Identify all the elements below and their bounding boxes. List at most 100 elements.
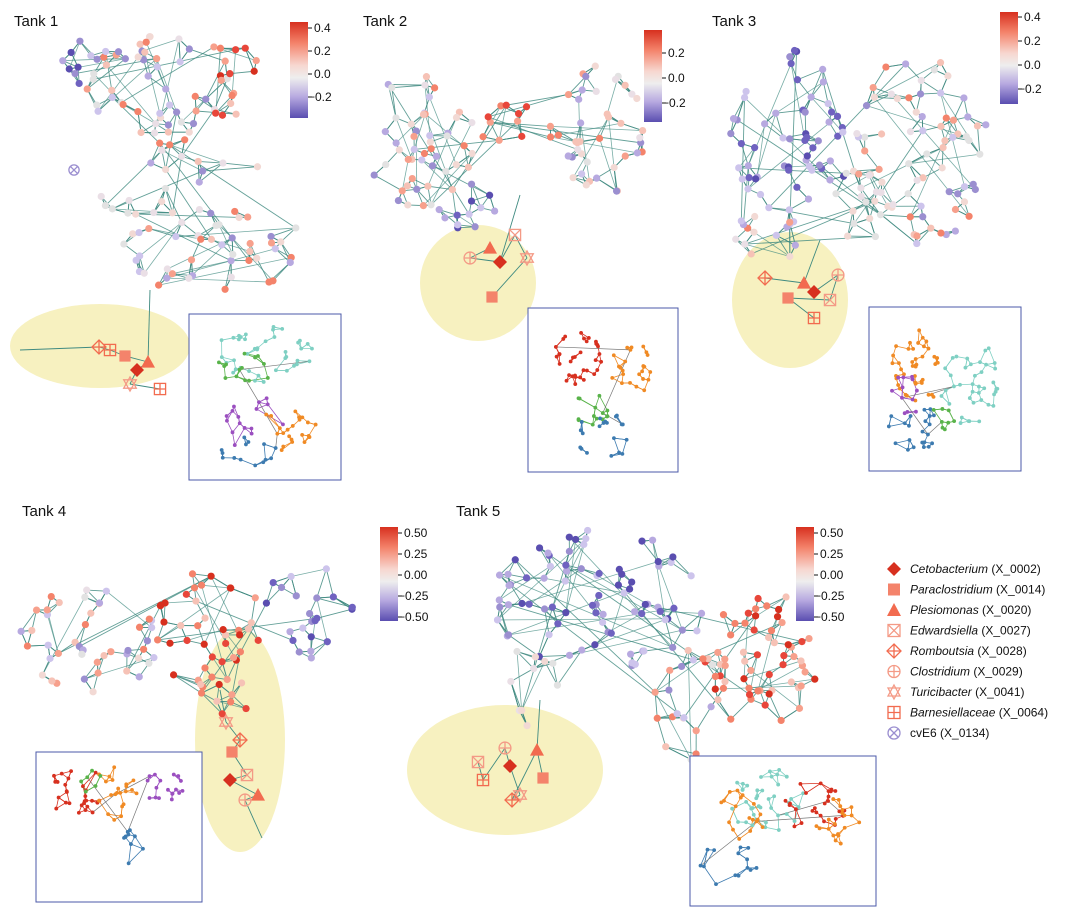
network-node — [627, 650, 635, 658]
filled-diamond-icon — [887, 562, 901, 576]
inset-node — [789, 797, 794, 801]
plus-circle-icon — [887, 664, 901, 679]
network-node — [246, 247, 254, 255]
network-node — [93, 55, 101, 63]
inset-node — [930, 392, 934, 397]
network-node — [231, 207, 239, 216]
network-node — [172, 232, 180, 241]
network-edge — [753, 231, 791, 257]
inset-node — [910, 397, 915, 402]
network-node — [842, 169, 850, 177]
inset-node — [93, 770, 98, 775]
inset-node — [745, 865, 750, 870]
inset-node — [570, 374, 575, 379]
network-node — [773, 613, 782, 621]
inset-node — [984, 362, 988, 367]
network-edge — [665, 746, 697, 755]
network-node — [215, 680, 223, 689]
plus-diamond-icon — [886, 643, 902, 659]
inset-node — [927, 422, 932, 427]
inset-node — [917, 328, 922, 333]
inset-node — [628, 380, 632, 385]
inset-node — [926, 432, 930, 437]
network-node — [153, 636, 162, 644]
inset-node — [913, 364, 918, 369]
inset-node — [261, 380, 266, 384]
network-node — [156, 109, 164, 117]
network-node — [146, 33, 154, 41]
network-node — [125, 196, 133, 205]
network-edge — [488, 116, 578, 150]
inset-edge — [891, 415, 906, 424]
inset-node — [933, 362, 938, 366]
network-node — [227, 273, 235, 281]
inset-edge — [232, 432, 236, 446]
network-node — [47, 592, 55, 601]
network-node — [55, 598, 63, 607]
inset-edge — [790, 792, 804, 800]
network-node — [23, 642, 32, 650]
network-node — [554, 620, 562, 628]
network-node — [531, 653, 540, 661]
network-node — [289, 636, 297, 645]
inset-node — [913, 357, 918, 361]
filled-triangle-marker-icon — [251, 788, 265, 801]
network-edge — [510, 668, 534, 682]
inset-node — [908, 414, 913, 418]
inset-node — [946, 420, 951, 425]
network-node — [648, 536, 657, 544]
network-node — [782, 593, 790, 601]
network-node — [614, 581, 623, 589]
network-edge — [86, 58, 126, 90]
network-node — [219, 159, 227, 167]
inset-node — [265, 402, 270, 407]
network-node — [136, 40, 144, 48]
network-edge — [891, 93, 976, 190]
plus-diamond-marker-icon — [91, 339, 107, 355]
network-edge — [97, 56, 139, 112]
inset-node — [926, 346, 931, 351]
inset-node — [738, 845, 743, 850]
network-edge — [157, 587, 231, 641]
inset-node — [85, 775, 90, 780]
inset-node — [170, 792, 175, 796]
inset-node — [255, 346, 260, 351]
inset-node — [153, 795, 158, 800]
network-node — [102, 587, 110, 595]
inset-edge — [896, 345, 909, 350]
inset-node — [283, 356, 288, 361]
network-edge — [477, 761, 484, 781]
network-node — [108, 93, 116, 102]
network-edge — [682, 613, 702, 631]
network-edge — [316, 597, 328, 642]
network-edge — [490, 121, 641, 144]
network-node — [287, 572, 295, 581]
inset-node — [305, 420, 310, 425]
inset-node — [939, 419, 944, 424]
inset-node — [253, 463, 258, 468]
network-node — [129, 230, 137, 238]
inset-node — [256, 354, 260, 358]
network-edge — [266, 587, 282, 604]
network-node — [169, 671, 178, 679]
inset-node — [306, 433, 311, 438]
inset-node — [59, 771, 64, 776]
network-node — [621, 152, 629, 160]
network-node — [938, 164, 946, 172]
network-node — [795, 704, 804, 712]
network-edge — [511, 749, 538, 801]
network-edge — [172, 156, 183, 213]
inset-node — [134, 791, 139, 796]
network-node — [144, 72, 152, 80]
network-node — [636, 134, 644, 142]
inset-node — [109, 793, 113, 797]
network-node — [215, 221, 223, 229]
legend-label: Paraclostridium (X_0014) — [910, 583, 1045, 597]
legend-id: (X_0028) — [974, 644, 1027, 658]
network-node — [187, 256, 196, 264]
network-node — [578, 646, 586, 654]
network-node — [216, 44, 225, 52]
inset-node — [262, 362, 266, 366]
legend-taxon: Edwardsiella — [910, 624, 978, 638]
inset-node — [269, 413, 274, 418]
